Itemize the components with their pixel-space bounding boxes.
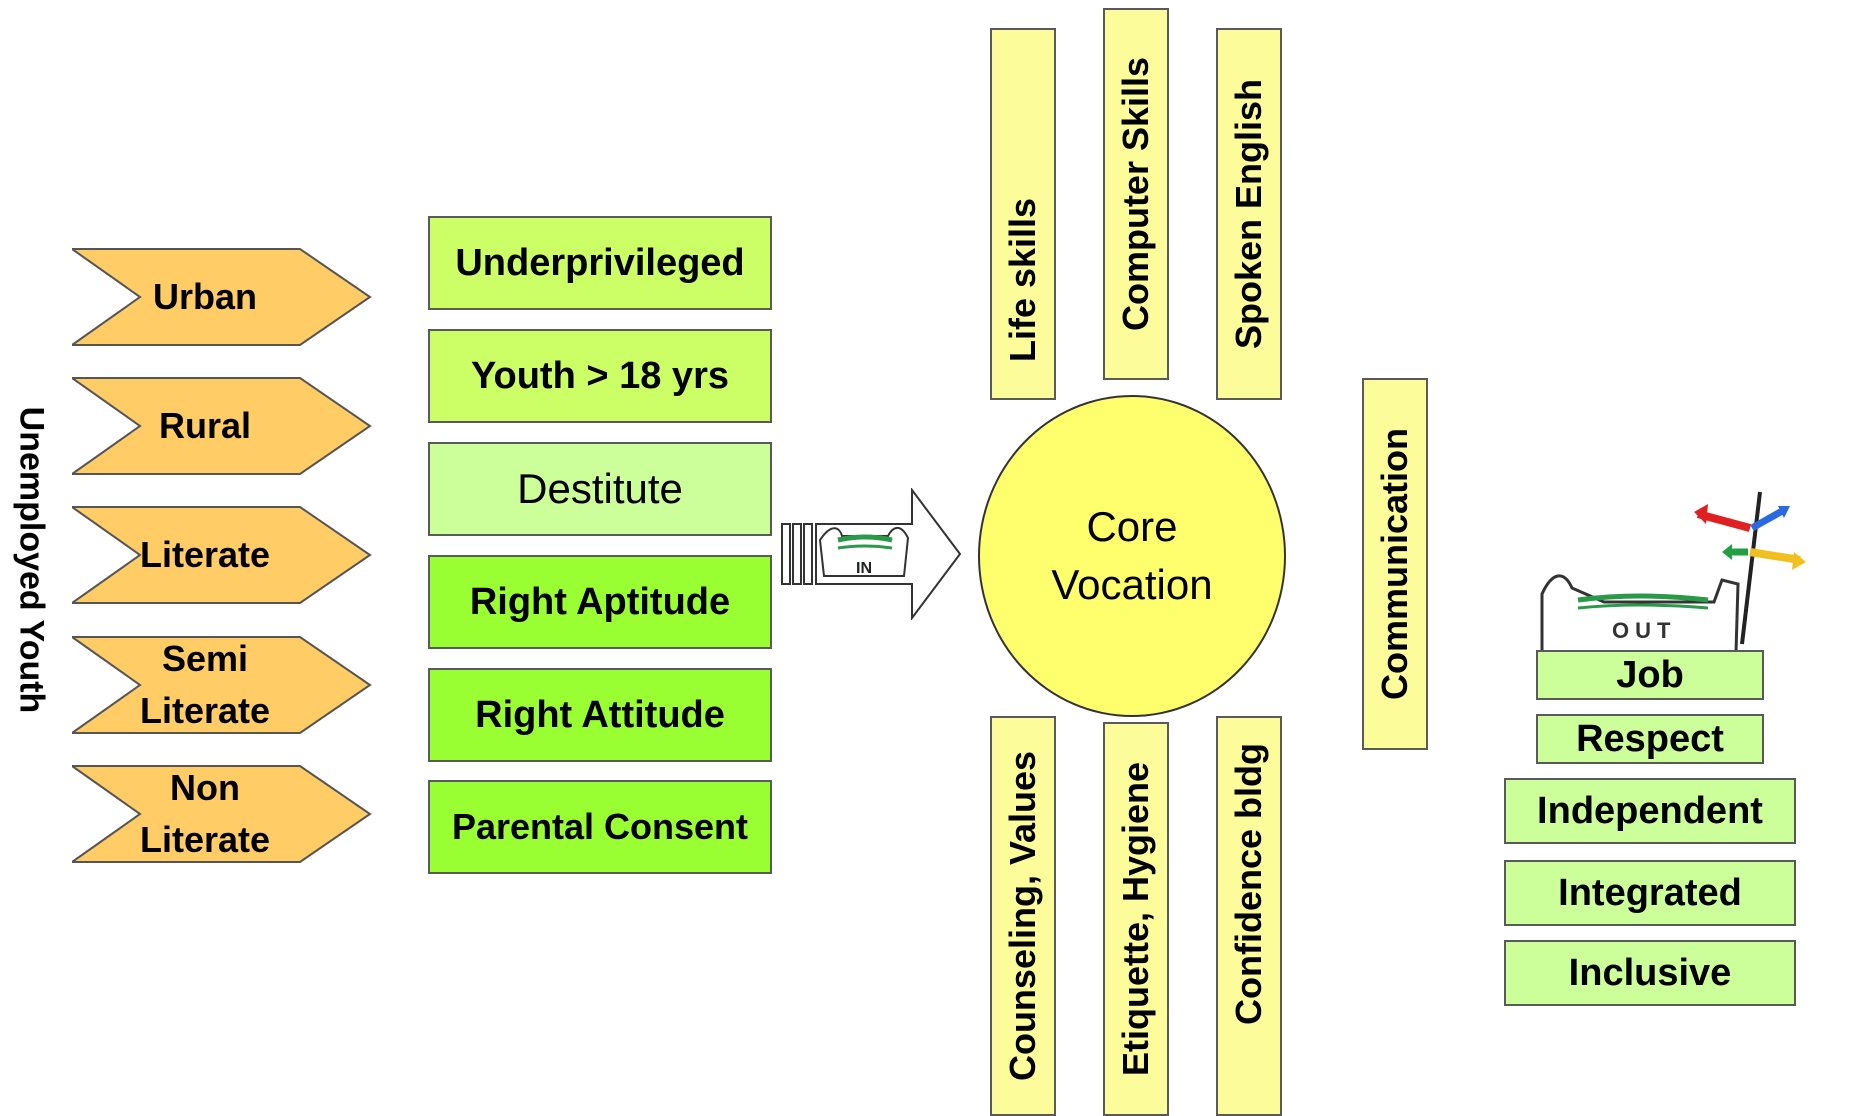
skill-box-top: Computer Skills: [1103, 8, 1169, 380]
criteria-box: Underprivileged: [428, 216, 772, 310]
category-chevron-literate: Literate: [72, 506, 372, 604]
outcome-box: Respect: [1536, 714, 1764, 764]
criteria-box: Destitute: [428, 442, 772, 536]
category-label: Literate: [139, 819, 271, 860]
unemployed-youth-text: Unemployed Youth: [12, 406, 51, 714]
category-chevron-urban: Urban: [72, 248, 372, 346]
criteria-label: Right Attitude: [475, 693, 725, 736]
outcome-box: Integrated: [1504, 860, 1796, 926]
skill-box-top: Life skills: [990, 28, 1056, 400]
core-line-1: Core: [1086, 503, 1178, 550]
criteria-label: Right Aptitude: [469, 580, 731, 623]
skill-box-top: Spoken English: [1216, 28, 1282, 400]
core-vocation-circle: Core Vocation: [978, 395, 1286, 717]
in-arrow: IN: [780, 487, 962, 621]
category-label: Urban: [152, 276, 257, 317]
skill-box-bottom: Counseling, Values: [990, 716, 1056, 1116]
skill-label: Communication: [1374, 427, 1415, 701]
outcome-label: Independent: [1537, 789, 1763, 832]
skill-label: Confidence bldg: [1228, 743, 1269, 1026]
out-signpost-icon: OUT: [1538, 484, 1818, 654]
category-label: Non: [170, 767, 240, 808]
skill-box-communication: Communication: [1362, 378, 1428, 750]
skill-label: Counseling, Values: [1002, 750, 1043, 1082]
skill-label: Computer Skills: [1115, 56, 1156, 332]
criteria-box: Youth > 18 yrs: [428, 329, 772, 423]
criteria-label: Destitute: [517, 465, 683, 512]
criteria-box: Parental Consent: [428, 780, 772, 874]
criteria-label: Underprivileged: [455, 241, 745, 284]
outcome-label: Job: [1616, 653, 1684, 696]
core-line-2: Vocation: [1051, 561, 1213, 608]
category-label: Literate: [139, 534, 271, 575]
criteria-label: Parental Consent: [451, 806, 749, 847]
outcome-box: Inclusive: [1504, 940, 1796, 1006]
skill-label: Etiquette, Hygiene: [1115, 761, 1156, 1077]
category-label: Literate: [139, 690, 271, 731]
category-label: Semi: [161, 638, 249, 679]
criteria-box: Right Attitude: [428, 668, 772, 762]
in-icon-text: IN: [856, 560, 872, 577]
skill-label: Spoken English: [1228, 78, 1269, 350]
category-chevron-rural: Rural: [72, 377, 372, 475]
outcome-label: Inclusive: [1568, 951, 1732, 994]
outcome-label: Integrated: [1558, 871, 1742, 914]
outcome-box: Independent: [1504, 778, 1796, 844]
criteria-box: Right Aptitude: [428, 555, 772, 649]
out-icon-text: OUT: [1612, 618, 1677, 643]
criteria-label: Youth > 18 yrs: [470, 354, 729, 397]
outcome-label: Respect: [1576, 717, 1724, 760]
unemployed-youth-label: Unemployed Youth: [3, 350, 59, 770]
outcome-box: Job: [1536, 650, 1764, 700]
category-label: Rural: [158, 405, 252, 446]
skill-box-bottom: Etiquette, Hygiene: [1103, 722, 1169, 1116]
skill-label: Life skills: [1002, 198, 1043, 363]
skill-box-bottom: Confidence bldg: [1216, 716, 1282, 1116]
